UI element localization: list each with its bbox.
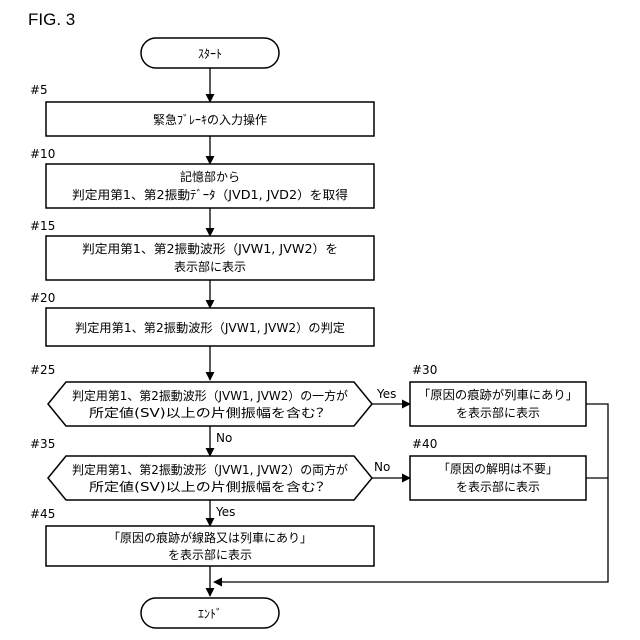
s35-yes-label: Yes — [215, 505, 235, 519]
node-s15: 判定用第1、第2振動波形（JVW1, JVW2）を 表示部に表示 — [46, 236, 374, 280]
s15-line-1: 判定用第1、第2振動波形（JVW1, JVW2）を — [82, 241, 338, 256]
end-label: ｴﾝﾄﾞ — [198, 607, 222, 621]
step-label-20: #20 — [30, 291, 55, 305]
step-label-25: #25 — [30, 363, 55, 377]
s10-line-1: 記憶部から — [180, 169, 240, 184]
s30-line-1: 「原因の痕跡が列車にあり」 — [418, 387, 578, 402]
s45-line-1: 「原因の痕跡が線路又は列車にあり」 — [108, 530, 312, 545]
s15-line-2: 表示部に表示 — [174, 259, 246, 274]
s25-yes-label: Yes — [376, 387, 396, 401]
node-s10: 記憶部から 判定用第1、第2振動ﾃﾞｰﾀ（JVD1, JVD2）を取得 — [46, 164, 374, 208]
step-label-35: #35 — [30, 437, 55, 451]
node-start: ｽﾀｰﾄ — [141, 38, 279, 68]
node-s20: 判定用第1、第2振動波形（JVW1, JVW2）の判定 — [46, 308, 374, 346]
s10-line-2: 判定用第1、第2振動ﾃﾞｰﾀ（JVD1, JVD2）を取得 — [72, 187, 348, 202]
step-label-5: #5 — [30, 83, 48, 97]
node-end: ｴﾝﾄﾞ — [141, 598, 279, 628]
s40-line-1: 「原因の解明は不要」 — [438, 462, 558, 476]
node-s40: 「原因の解明は不要」 を表示部に表示 — [410, 456, 586, 500]
s45-line-2: を表示部に表示 — [168, 547, 252, 562]
start-label: ｽﾀｰﾄ — [198, 47, 222, 61]
step-label-10: #10 — [30, 147, 55, 161]
step-label-45: #45 — [30, 507, 55, 521]
s35-no-label: No — [374, 460, 390, 474]
node-s30: 「原因の痕跡が列車にあり」 を表示部に表示 — [410, 382, 586, 426]
node-s35: 判定用第1、第2振動波形（JVW1, JVW2）の両方が 所定値(SV)以上の片… — [48, 456, 372, 500]
s25-no-label: No — [216, 431, 232, 445]
s40-line-2: を表示部に表示 — [456, 479, 540, 494]
s35-line-1: 判定用第1、第2振動波形（JVW1, JVW2）の両方が — [72, 462, 348, 477]
node-s25: 判定用第1、第2振動波形（JVW1, JVW2）の一方が 所定値(SV)以上の片… — [48, 382, 372, 426]
s5-line-1: 緊急ﾌﾞﾚｰｷの入力操作 — [153, 112, 267, 127]
step-label-30: #30 — [412, 363, 437, 377]
s20-line-1: 判定用第1、第2振動波形（JVW1, JVW2）の判定 — [75, 320, 345, 335]
s30-line-2: を表示部に表示 — [456, 405, 540, 420]
step-label-40: #40 — [412, 437, 437, 451]
node-s45: 「原因の痕跡が線路又は列車にあり」 を表示部に表示 — [46, 526, 374, 566]
s25-line-1: 判定用第1、第2振動波形（JVW1, JVW2）の一方が — [72, 388, 348, 403]
node-s5: 緊急ﾌﾞﾚｰｷの入力操作 — [46, 102, 374, 136]
step-label-15: #15 — [30, 219, 55, 233]
s35-line-2: 所定値(SV)以上の片側振幅を含む？ — [89, 479, 331, 494]
s25-line-2: 所定値(SV)以上の片側振幅を含む？ — [89, 405, 331, 420]
